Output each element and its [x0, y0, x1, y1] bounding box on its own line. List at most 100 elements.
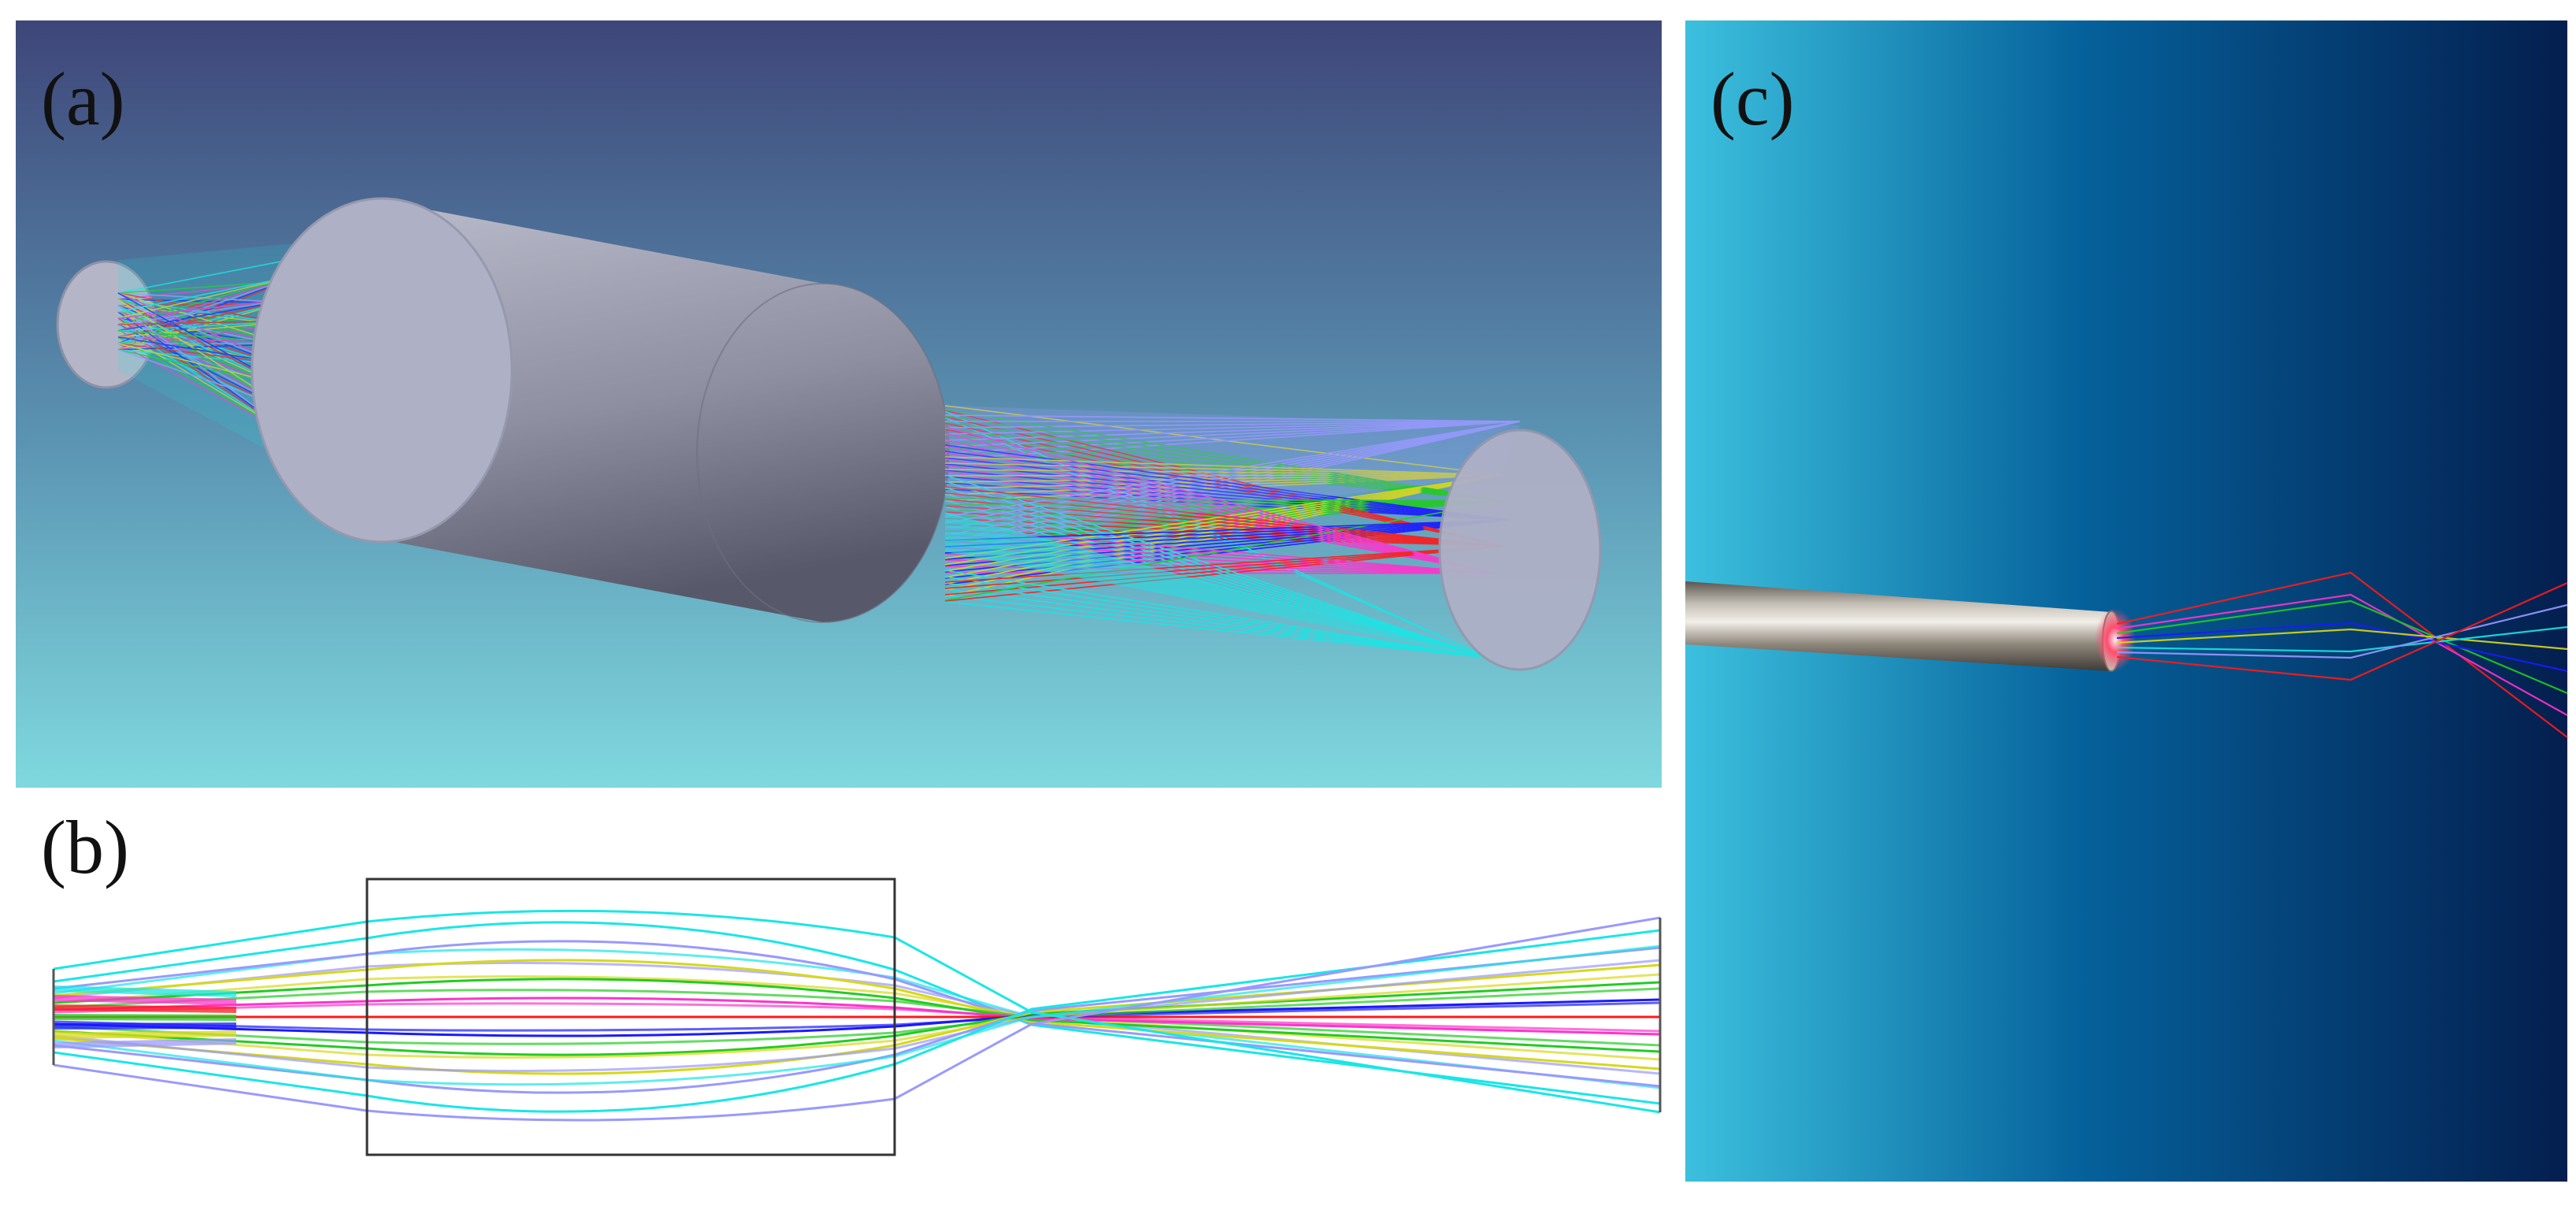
ray [944, 421, 1521, 536]
ray-trace-2d [53, 909, 1661, 1122]
ray [944, 519, 1509, 573]
ray [944, 421, 1521, 441]
beam [2116, 628, 2568, 651]
ray [53, 1002, 1661, 1033]
ray [944, 545, 1505, 589]
ray [53, 929, 1661, 1113]
ray [944, 500, 1507, 512]
ray [944, 421, 1521, 555]
ray [944, 421, 1521, 429]
ray [944, 559, 1497, 574]
output-ray-bundle [944, 405, 1521, 659]
ray [944, 534, 1497, 574]
ray [944, 519, 1509, 566]
ray [944, 500, 1507, 518]
ray [944, 570, 1489, 659]
ray [944, 421, 1521, 524]
ray [944, 469, 1501, 476]
ray [944, 410, 1489, 659]
ray [944, 487, 1489, 659]
ray [944, 421, 1521, 454]
ray [944, 545, 1505, 602]
beam [2116, 603, 2568, 659]
ray [53, 973, 1661, 1059]
ray-fan-fill [945, 406, 1520, 544]
ray [53, 996, 1661, 1036]
ray [53, 981, 1661, 1056]
ray [944, 421, 1521, 435]
ray [53, 975, 1661, 1061]
ray [944, 469, 1509, 521]
ray [944, 499, 1489, 659]
ray [944, 595, 1489, 659]
ray [944, 451, 1509, 521]
ray [944, 476, 1509, 521]
ray [944, 545, 1505, 583]
ray [944, 421, 1521, 543]
gradient-index-lens-body [382, 201, 949, 622]
ray [944, 566, 1497, 574]
ray [944, 444, 1509, 521]
ray [53, 1001, 1661, 1032]
ray [53, 959, 1661, 1073]
beam [2116, 593, 2568, 716]
ray [944, 506, 1489, 659]
ray [53, 946, 1661, 1094]
ray [53, 989, 1661, 1047]
ray [53, 998, 1661, 1037]
ray [944, 545, 1505, 596]
ray [944, 519, 1509, 585]
beam [2116, 599, 2568, 695]
ray-fan-fill [945, 512, 1488, 658]
ray [53, 987, 1661, 1045]
ray [53, 940, 1661, 1088]
ray [944, 415, 1507, 502]
ray [944, 519, 1509, 541]
ray [53, 995, 237, 1005]
ray [944, 519, 1509, 554]
ray [944, 405, 1501, 476]
ray [944, 576, 1489, 659]
gradient-index-lens-icon [250, 197, 513, 544]
output-face [1438, 429, 1602, 671]
beam [2116, 571, 2568, 738]
panel-b: (b) [16, 792, 1662, 1201]
ray [944, 456, 1501, 476]
fiber-probe-icon [1685, 581, 2111, 671]
ray [944, 582, 1489, 659]
ray [944, 439, 1497, 574]
ray [944, 500, 1507, 525]
ray [53, 978, 1661, 1053]
ray [944, 528, 1497, 574]
ray [53, 985, 237, 997]
ray [53, 948, 1661, 1089]
ray [53, 944, 1661, 1086]
ray [944, 474, 1501, 483]
ray [944, 553, 1497, 574]
ray-envelope [53, 909, 1661, 1114]
ray [944, 421, 1521, 447]
beam [2116, 625, 2568, 653]
panel-c-label: (c) [1711, 57, 1795, 141]
ray [944, 409, 1507, 502]
lens-outline [365, 878, 896, 1156]
ray [944, 519, 1509, 547]
ray [944, 432, 1497, 574]
ray [944, 462, 1501, 476]
ray [944, 540, 1497, 574]
ray [944, 421, 1521, 530]
panel-b-label: (b) [41, 805, 129, 889]
ray [944, 474, 1489, 659]
ray [53, 1014, 237, 1021]
ray-envelope [53, 916, 1661, 1122]
ray [944, 474, 1501, 477]
beam [2116, 622, 2568, 673]
panel-c: (c) [1685, 20, 2568, 1182]
ray [944, 519, 1509, 579]
ray [944, 426, 1497, 574]
ray [944, 481, 1489, 659]
ray [944, 498, 1507, 502]
probe-glow [2095, 608, 2136, 671]
ray [944, 486, 1505, 547]
